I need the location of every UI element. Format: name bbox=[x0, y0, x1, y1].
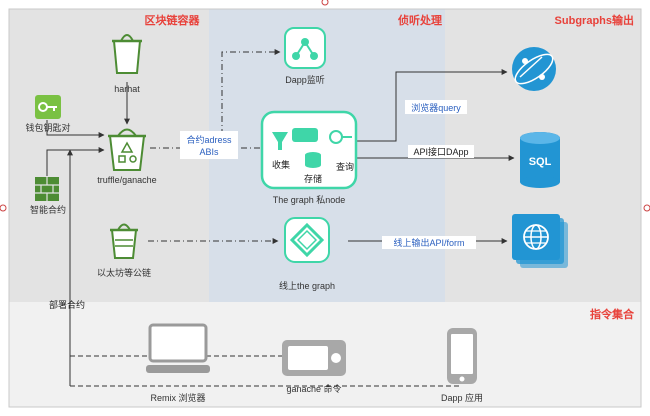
node-label-online-graph: 线上the graph bbox=[279, 280, 335, 291]
sql-label: SQL bbox=[529, 156, 552, 168]
edge-graphnode-browser bbox=[355, 69, 508, 142]
sql-database-icon[interactable] bbox=[520, 132, 560, 188]
panel-blockchain bbox=[9, 9, 209, 302]
section-title-commands: 指令集合 bbox=[590, 307, 635, 321]
edge-label-abis: ABIs bbox=[199, 147, 219, 157]
node-label-graph-node: The graph 私node bbox=[273, 195, 346, 205]
edge-label-box-api bbox=[408, 145, 474, 158]
node-label-query: 查询 bbox=[336, 161, 354, 172]
section-title-output: Subgraphs输出 bbox=[555, 13, 634, 27]
edge-label-box-abi bbox=[180, 131, 238, 159]
machine-icon bbox=[292, 128, 318, 142]
handle-right bbox=[643, 204, 650, 212]
key-icon[interactable] bbox=[35, 95, 61, 119]
truffle-bucket-icon[interactable] bbox=[108, 128, 146, 171]
handle-top bbox=[321, 0, 329, 6]
node-label-wallet: 钱包钥匙对 bbox=[25, 122, 70, 133]
web-page-icon[interactable] bbox=[512, 214, 568, 268]
node-label-contract: 智能合约 bbox=[30, 204, 66, 215]
funnel-icon bbox=[272, 132, 288, 150]
laptop-icon[interactable] bbox=[146, 323, 210, 373]
edge-label-deploy: 部署合约 bbox=[49, 299, 85, 310]
node-label-harhat: harhat bbox=[114, 84, 140, 94]
node-label-store: 存储 bbox=[304, 173, 322, 184]
edge-label-box-browser bbox=[405, 100, 467, 114]
brick-wall-icon[interactable] bbox=[35, 177, 59, 201]
ethereum-bucket-icon[interactable] bbox=[110, 223, 138, 259]
share-network-icon[interactable] bbox=[284, 27, 326, 69]
edge-label-contract-address: 合约adress bbox=[186, 134, 232, 145]
phone-icon[interactable] bbox=[447, 328, 477, 384]
edge-branch-dapp-listener bbox=[221, 49, 281, 148]
device-icon[interactable] bbox=[282, 340, 346, 376]
plug-icon bbox=[329, 130, 352, 144]
command-label-ganache: ganache 命令 bbox=[286, 383, 341, 394]
command-label-remix: Remix 浏览器 bbox=[150, 392, 205, 403]
globe-network-icon[interactable] bbox=[511, 47, 557, 91]
bucket-icon[interactable] bbox=[112, 34, 142, 74]
node-label-truffle: truffle/ganache bbox=[97, 175, 156, 185]
graph-node-box[interactable] bbox=[260, 110, 358, 190]
node-label-collect: 收集 bbox=[272, 159, 290, 170]
edge-contract-truffle bbox=[46, 147, 105, 176]
outer-border bbox=[8, 8, 642, 408]
edge-wallet-truffle bbox=[46, 120, 105, 138]
node-label-dapp-listener: Dapp监听 bbox=[285, 74, 325, 85]
edge-label-api-dapp: API接口DApp bbox=[413, 146, 468, 157]
handle-left bbox=[0, 204, 7, 212]
section-title-blockchain: 区块链容器 bbox=[145, 13, 201, 27]
database-icon bbox=[305, 152, 321, 168]
section-title-processing: 侦听处理 bbox=[397, 13, 442, 27]
node-label-ethereum: 以太坊等公链 bbox=[97, 267, 151, 278]
command-label-dapp: Dapp 应用 bbox=[441, 392, 483, 403]
online-graph-icon[interactable] bbox=[284, 217, 330, 263]
edge-label-box-online bbox=[382, 236, 476, 249]
edge-label-online-api: 线上输出API/form bbox=[393, 237, 464, 248]
edge-label-browser-query: 浏览器query bbox=[411, 102, 461, 113]
